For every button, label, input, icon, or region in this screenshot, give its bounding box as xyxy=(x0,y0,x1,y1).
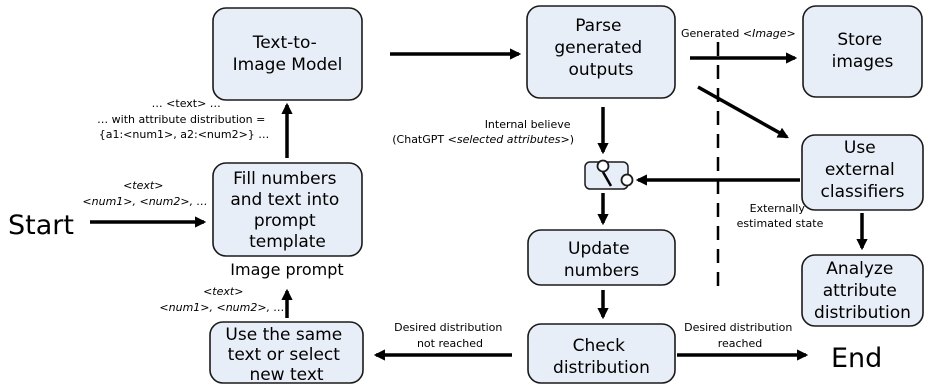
external-classifiers-node: Use external classifiers xyxy=(801,134,924,211)
node-label: Use the same text or select new text xyxy=(225,325,347,385)
select-text-node: Use the same text or select new text xyxy=(209,321,364,385)
switch-icon xyxy=(584,159,634,190)
image-prompt-caption: Image prompt xyxy=(230,260,343,279)
internal-belief-label: Internal believe (ChatGPT <selected attr… xyxy=(392,118,574,146)
node-label: Fill numbers and text into prompt templa… xyxy=(230,169,344,252)
generated-image-label: Generated <Image> xyxy=(681,27,796,40)
end-terminal: End xyxy=(831,343,882,374)
start-input-label: <text> <num1>, <num2>, … xyxy=(82,179,207,208)
node-label: Analyze attribute distribution xyxy=(814,259,911,323)
update-numbers-node: Update numbers xyxy=(527,229,676,286)
prompt-content-label: … <text> … … with attribute distribution… xyxy=(97,97,269,141)
parse-to-classifiers-arrow xyxy=(697,85,789,139)
not-reached-label: Desired distribution not reached xyxy=(394,321,506,350)
node-label: Update numbers xyxy=(564,239,639,281)
node-label: Parse generated outputs xyxy=(554,16,647,80)
store-images-node: Store images xyxy=(802,5,923,98)
start-terminal: Start xyxy=(8,210,74,241)
node-label: Text-to- Image Model xyxy=(233,33,343,75)
parse-outputs-node: Parse generated outputs xyxy=(526,5,676,99)
node-label: Use external classifiers xyxy=(821,138,905,202)
node-label: Check distribution xyxy=(553,336,650,378)
reached-label: Desired distribution reached xyxy=(684,321,796,350)
node-label: Store images xyxy=(832,30,894,72)
fill-template-node: Fill numbers and text into prompt templa… xyxy=(212,162,363,257)
external-state-label: Externally estimated state xyxy=(737,202,824,230)
text-to-image-model-node: Text-to- Image Model xyxy=(212,7,363,101)
analyze-distribution-node: Analyze attribute distribution xyxy=(801,254,924,327)
select-output-label: <text> <num1>, <num2>, … xyxy=(159,285,284,314)
check-distribution-node: Check distribution xyxy=(527,323,676,384)
